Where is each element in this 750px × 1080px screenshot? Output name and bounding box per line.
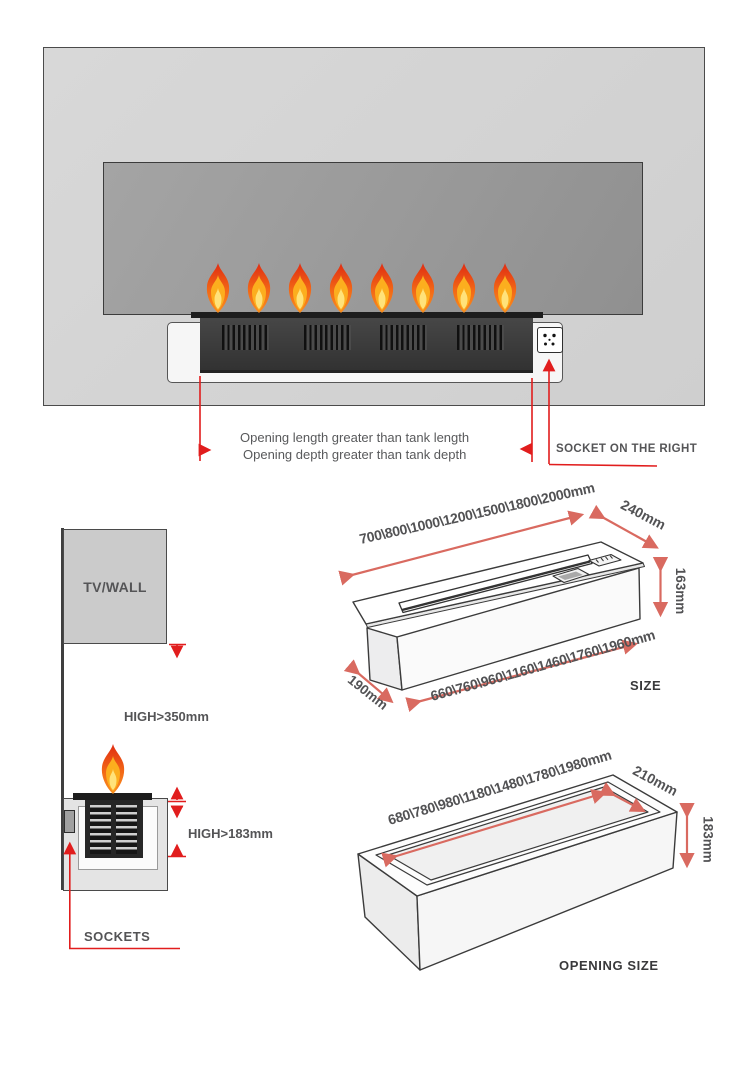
power-socket-icon (537, 327, 563, 353)
flame-icon (367, 262, 397, 314)
vent-grille (380, 325, 427, 350)
side-wall-line (61, 528, 64, 890)
flame-icon (244, 262, 274, 314)
side-socket-icon (64, 810, 75, 833)
burner-left-face (366, 627, 403, 691)
burner-front-face (396, 567, 641, 691)
tv-wall-label: TV/WALL (83, 579, 147, 595)
socket-on-right-label: SOCKET ON THE RIGHT (556, 443, 698, 455)
tank-opening (552, 567, 590, 584)
opening-depth-label: 210mm (630, 762, 680, 799)
top-depth-label: 240mm (618, 496, 668, 532)
vent-grille (222, 325, 269, 350)
opening-height-label: 183mm (701, 816, 716, 863)
flame-icon (203, 262, 233, 314)
flame-icon (408, 262, 438, 314)
note-opening-depth: Opening depth greater than tank depth (243, 447, 467, 462)
burner-top-flange (352, 541, 644, 625)
side-burner-flange (73, 793, 152, 800)
vent-grille (116, 805, 137, 854)
burner-slot (398, 554, 593, 614)
flame-icon (285, 262, 315, 314)
vent-grille (304, 325, 351, 350)
vent-grille (90, 805, 111, 854)
size-title: SIZE (630, 678, 662, 693)
opening-size-title: OPENING SIZE (559, 958, 659, 973)
body-depth-label: 190mm (345, 672, 391, 713)
front-burner-box (200, 317, 533, 373)
control-panel (588, 553, 622, 567)
opening-top-face (357, 774, 678, 897)
opening-left-face (357, 853, 421, 971)
clearance-above-label: HIGH>350mm (124, 709, 209, 724)
flame-icon (490, 262, 520, 314)
vent-grille (457, 325, 504, 350)
body-length-label: 660\760\960\1160\1460\1760\1960mm (429, 626, 657, 703)
flame-icon (449, 262, 479, 314)
opening-recess (387, 786, 649, 881)
side-burner-box (85, 800, 143, 858)
opening-size-diagram: 680\780\980\1180\1480\1780\1980mm 210mm … (357, 747, 716, 971)
front-burner-flange (191, 312, 543, 318)
note-opening-length: Opening length greater than tank length (240, 430, 470, 445)
tv-wall-box (63, 529, 167, 644)
size-diagram: 700\800\1000\1200\1500\1800\2000mm 240mm… (338, 479, 688, 713)
opening-front-face (416, 811, 678, 971)
dimension-arrows (338, 504, 669, 713)
opening-length-label: 680\780\980\1180\1480\1780\1980mm (386, 747, 613, 828)
overall-length-label: 700\800\1000\1200\1500\1800\2000mm (358, 479, 596, 547)
height-label: 163mm (673, 568, 688, 615)
flame-icon (326, 262, 356, 314)
sockets-label: SOCKETS (84, 929, 151, 944)
insert-height-label: HIGH>183mm (188, 826, 273, 841)
dimension-arrows (381, 782, 695, 869)
flame-icon (98, 743, 128, 795)
